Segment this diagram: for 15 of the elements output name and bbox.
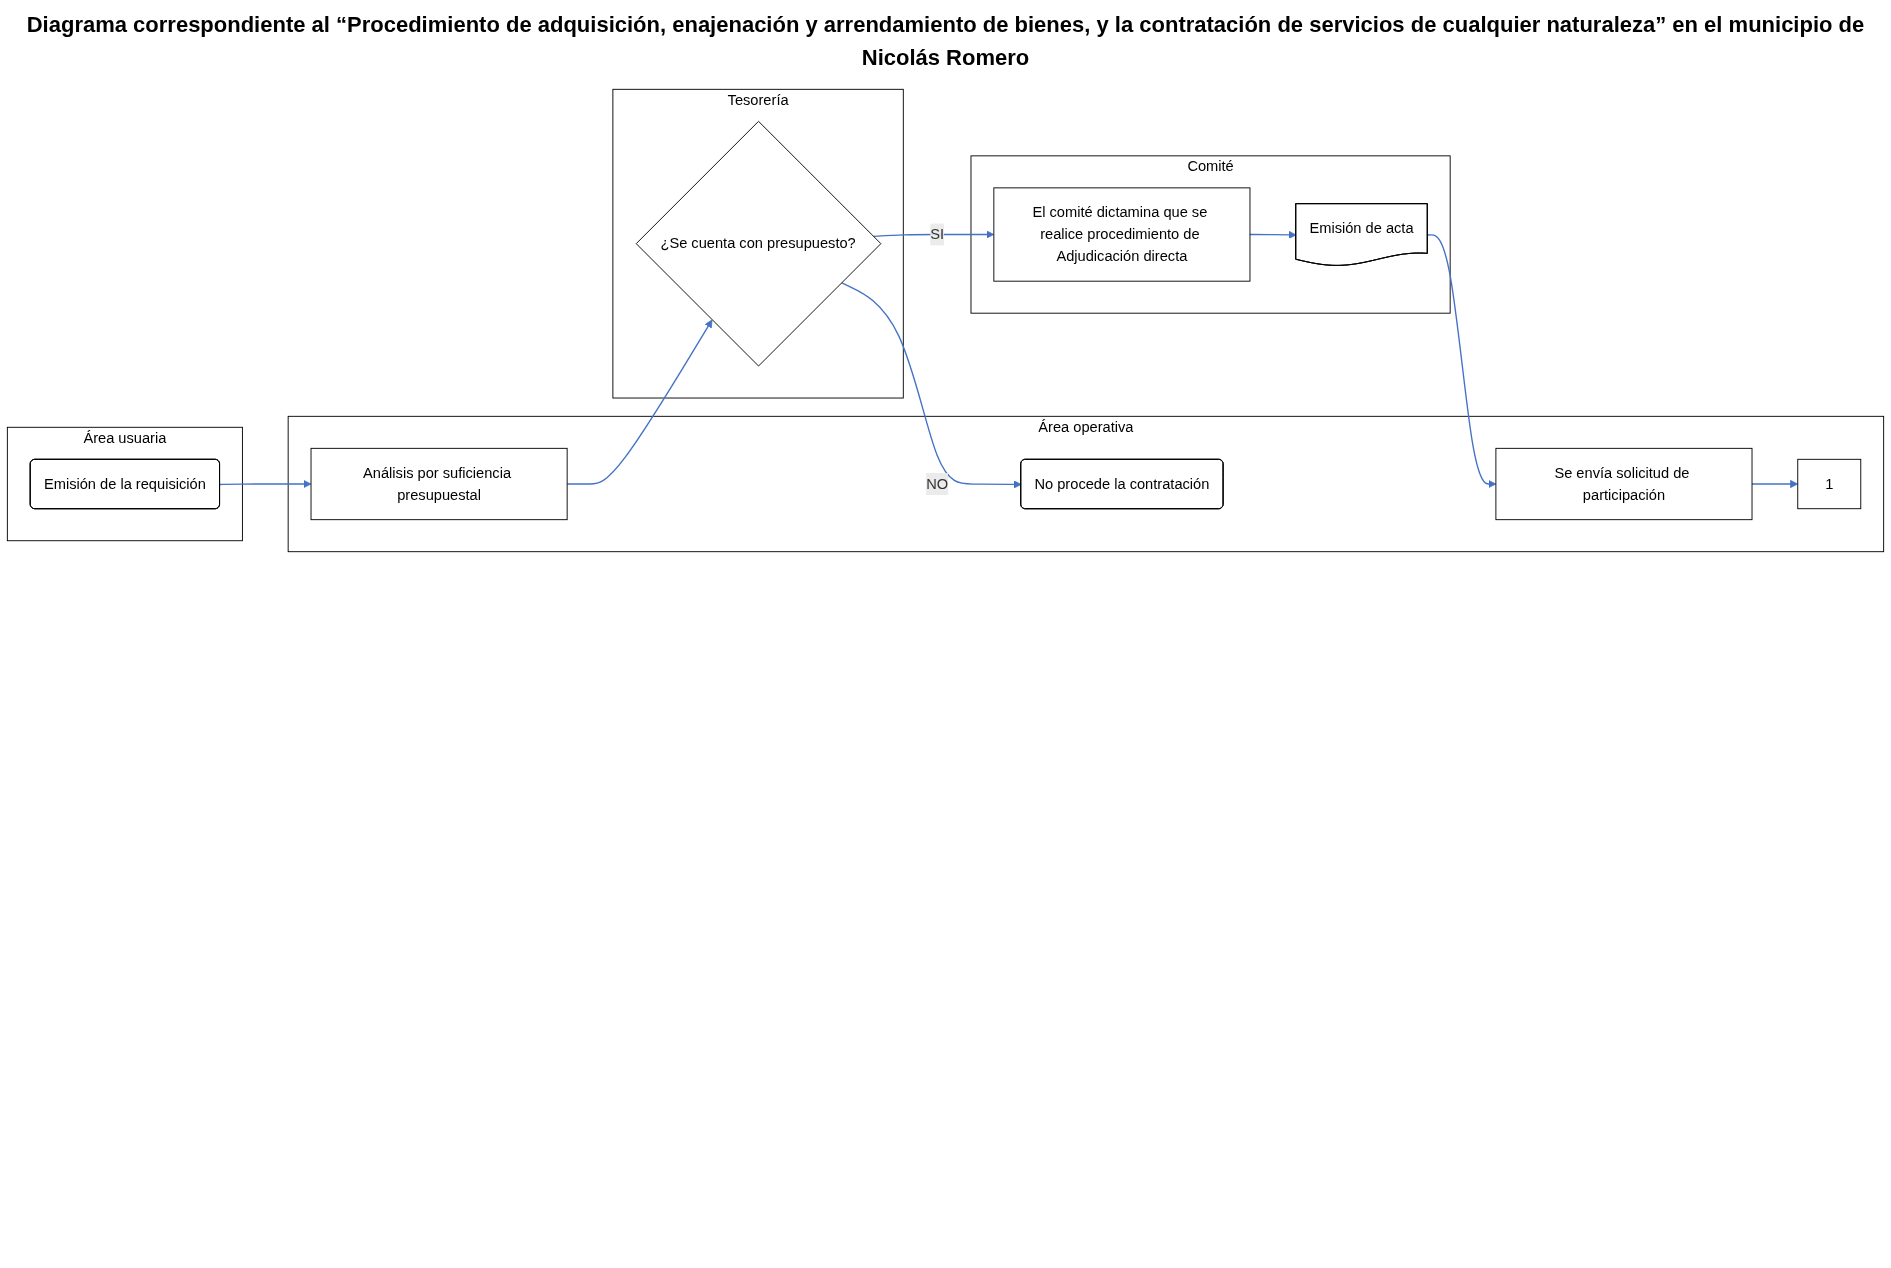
arrow	[219, 480, 312, 489]
node-box: Se envía solicitud de participación	[1495, 447, 1753, 521]
edge-label: SI	[930, 226, 945, 242]
node-box: El comité dictamina que se realice procedimiento de Adjudicación directa	[993, 187, 1251, 282]
arrow	[1427, 234, 1497, 489]
arrow	[1751, 480, 1799, 489]
edge-label: NO	[926, 475, 949, 492]
node-box: 1	[1797, 458, 1862, 510]
arrow	[840, 282, 1022, 489]
arrow	[872, 230, 995, 239]
arrow	[1249, 230, 1297, 239]
node-diamond: ¿Se cuenta con presupuesto?	[635, 120, 882, 367]
diagram-title: Diagrama correspondiente al “Procedimiento de adquisición, enajenación y arrendamiento de bienes, y la contratación de servicios de cualquier naturaleza” en el municipio de Nicolás Romero	[25, 11, 1866, 72]
node-box: Análisis por suficiencia presupuestal	[310, 447, 568, 521]
arrow	[566, 319, 713, 485]
